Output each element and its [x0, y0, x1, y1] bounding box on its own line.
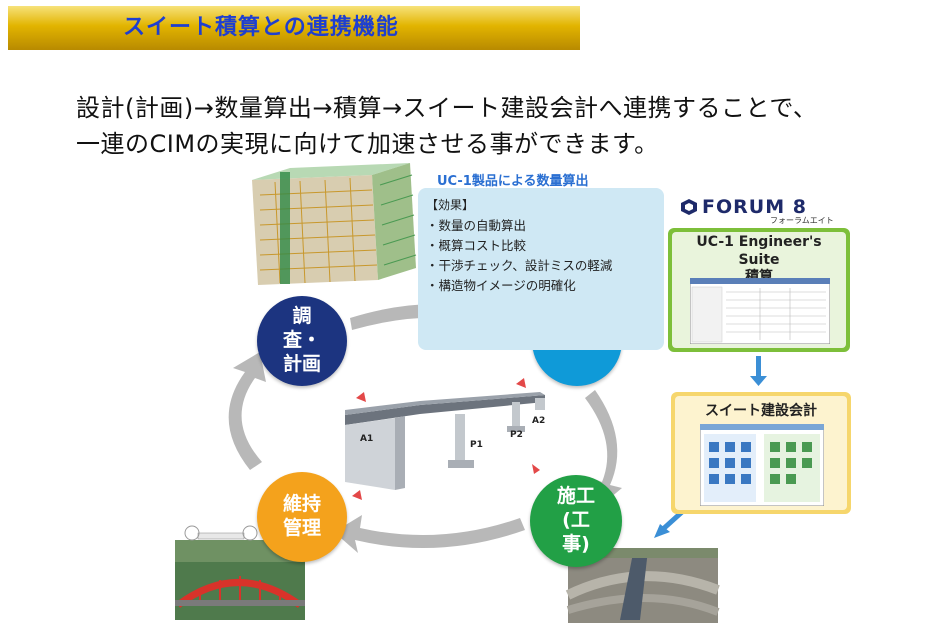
page-title: スイート積算との連携機能: [123, 15, 399, 40]
effect-item: ・数量の自動算出: [426, 218, 527, 233]
forum8-logo-icon: [681, 199, 697, 215]
description-line-1: 設計(計画)→数量算出→積算→スイート建設会計へ連携することで、: [76, 94, 818, 122]
description-line-2: 一連のCIMの実現に向けて加速させる事ができます。: [76, 130, 659, 158]
effect-item: ・構造物イメージの明確化: [426, 278, 576, 293]
bridge-label-a1: A1: [360, 434, 374, 444]
survey-planning-node: 調査・計画: [257, 296, 347, 386]
title-bar: [8, 6, 580, 50]
maintenance-node: 維持管理: [257, 472, 347, 562]
bridge-label-p1: P1: [470, 440, 483, 450]
bridge-label-a2: A2: [532, 416, 546, 426]
effect-item: ・概算コスト比較: [426, 238, 527, 253]
construction-node: 施工(工事): [530, 475, 622, 567]
bridge-model: [345, 392, 545, 490]
rebar-cage-image: [252, 163, 417, 285]
forum8-logo: FORUM 8: [702, 196, 807, 218]
bridge-label-p2: P2: [510, 430, 523, 440]
suite-screenshot-image: [700, 424, 824, 506]
effect-item: ・干渉チェック、設計ミスの軽減: [426, 258, 613, 273]
forum8-subtitle: フォーラムエイト: [770, 216, 834, 225]
suite-accounting-title: スイート建設会計: [705, 403, 817, 419]
effect-title: UC-1製品による数量算出: [437, 174, 589, 189]
effect-heading: 【効果】: [426, 198, 475, 212]
uc1-screenshot-image: [690, 278, 830, 344]
effect-panel: [418, 188, 664, 350]
